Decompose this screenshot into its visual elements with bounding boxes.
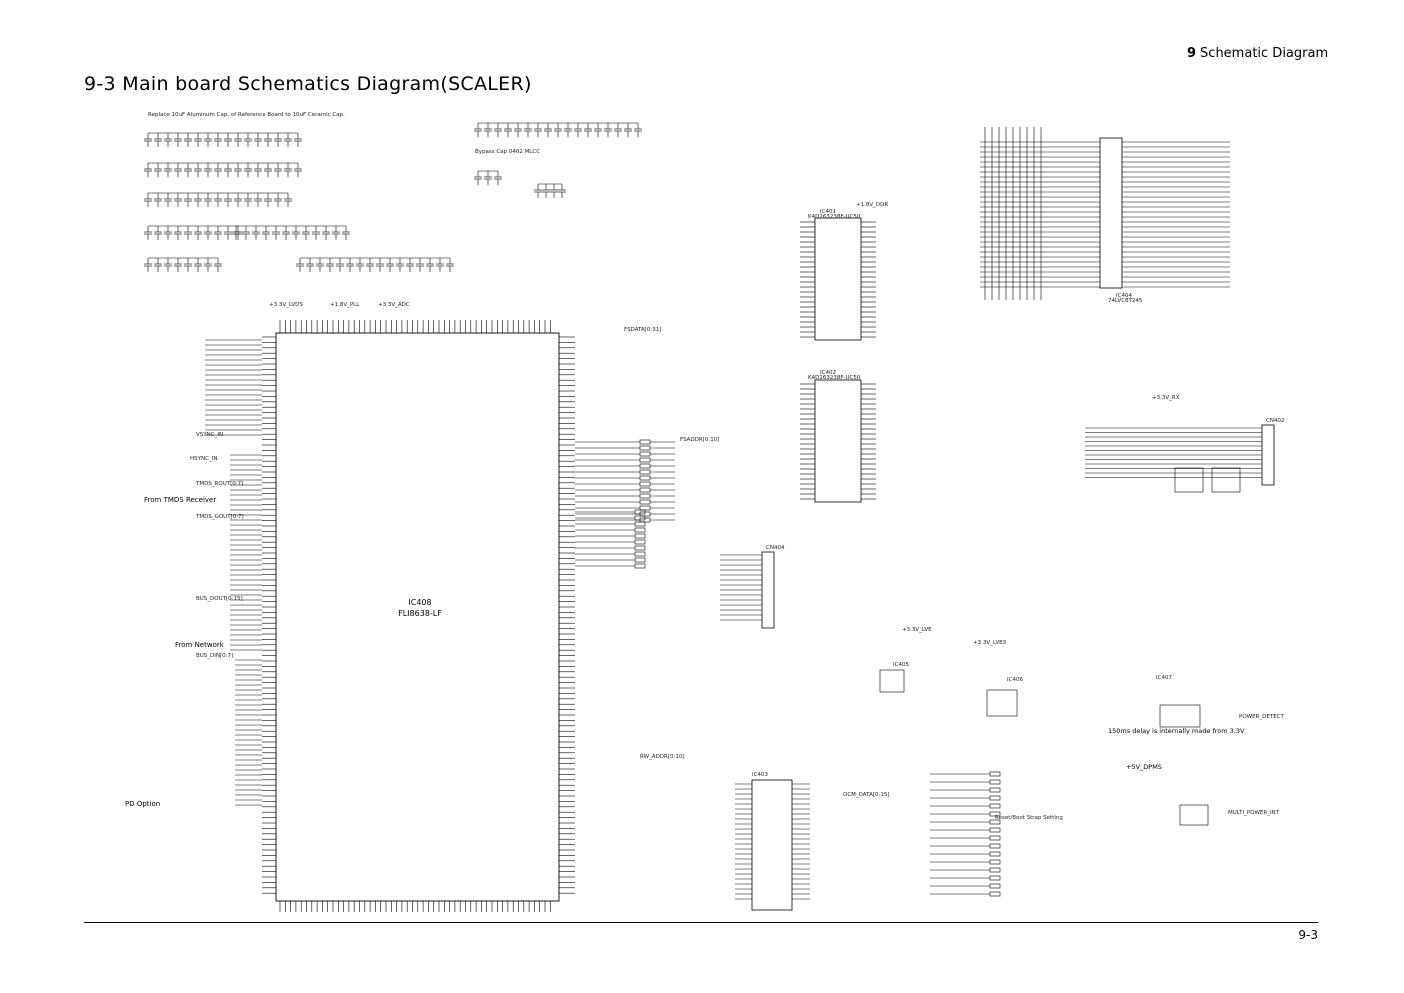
- pwr-adc: +3.3V_ADC: [378, 302, 410, 308]
- port-bus-din: BUS_DIN[0:7]: [196, 653, 234, 659]
- resistor: [989, 883, 1001, 889]
- resistor: [634, 539, 646, 545]
- resistor: [989, 851, 1001, 857]
- resistor: [989, 795, 1001, 801]
- pwr-dpms: +5V_DPMS: [1126, 763, 1162, 771]
- resistor: [639, 499, 651, 505]
- resistor: [989, 867, 1001, 873]
- resistor: [639, 445, 651, 451]
- resistor: [634, 521, 646, 527]
- resistor: [989, 843, 1001, 849]
- ddr-ic-1: [814, 217, 862, 341]
- ic405-body: [879, 669, 905, 693]
- resistor: [634, 563, 646, 569]
- port-fsaddr: FSADDR[0:10]: [680, 437, 720, 443]
- ic404-ref: IC404: [1116, 293, 1132, 299]
- pwr-lve: +3.3V_LVE: [902, 627, 932, 633]
- port-tmds-r: TMDS_ROUT[0:7]: [196, 481, 244, 487]
- main-ic-ref: IC408: [408, 598, 432, 607]
- ic402-ref: IC402: [820, 370, 836, 376]
- resistor: [989, 835, 1001, 841]
- resistor: [989, 787, 1001, 793]
- esd-diode-1: [1174, 467, 1204, 493]
- port-vsync: VSYNC_IN: [196, 432, 224, 438]
- resistor: [634, 557, 646, 563]
- ic407-ref: IC407: [1156, 675, 1172, 681]
- connector-cn402: [1261, 424, 1275, 486]
- resistor: [634, 551, 646, 557]
- resistor: [639, 481, 651, 487]
- resistor: [989, 771, 1001, 777]
- main-ic-label: IC408 FLI8638-LF: [395, 597, 445, 619]
- port-rw-addr: RW_ADDR[0:10]: [640, 754, 685, 760]
- resistor: [989, 827, 1001, 833]
- from-tmds-label: From TMDS Receiver: [144, 496, 217, 504]
- resistor: [639, 493, 651, 499]
- ic401-ref: IC401: [820, 209, 836, 215]
- port-fsdata: FSDATA[0:31]: [624, 327, 662, 333]
- pwr-pll: +1.8V_PLL: [330, 302, 360, 308]
- resistor: [989, 859, 1001, 865]
- ic405-ref: IC405: [893, 662, 909, 668]
- port-bus-dout: BUS_DOUT[0:15]: [196, 596, 243, 602]
- resistor: [639, 487, 651, 493]
- page-title: 9-3 Main board Schematics Diagram(SCALER…: [84, 73, 532, 95]
- pwr-rx: +3.3V_RX: [1152, 395, 1180, 401]
- cn404-ref: CN404: [766, 545, 785, 551]
- flash-ic-body: [751, 779, 793, 911]
- page-number: 9-3: [1298, 928, 1318, 942]
- pwr-lvds: +3.3V_LVDS: [269, 302, 303, 308]
- section-number: 9: [1187, 46, 1197, 61]
- resistor: [639, 439, 651, 445]
- ic403-ref: IC403: [752, 772, 768, 778]
- port-power-detect: POWER_DETECT: [1239, 714, 1284, 720]
- strap-note: Reset/Boot Strap Setting: [995, 815, 1063, 821]
- pd-option-label: PD Option: [125, 800, 161, 808]
- resistor: [989, 875, 1001, 881]
- esd-diode-2: [1211, 467, 1241, 493]
- mlcc-note: Bypass Cap 0402 MLCC: [475, 149, 541, 155]
- ddr-ic-2: [814, 379, 862, 503]
- port-ocm-data: OCM_DATA[0:15]: [843, 792, 890, 798]
- buffer-ic: [1099, 137, 1123, 289]
- pwr-lve3: +3.3V_LVE3: [973, 640, 1007, 646]
- from-network-label: From Network: [175, 641, 224, 649]
- port-hsync: HSYNC_IN: [190, 456, 218, 462]
- resistor: [989, 891, 1001, 897]
- cn402-ref: CN402: [1266, 418, 1285, 424]
- resistor: [989, 803, 1001, 809]
- resistor: [639, 505, 651, 511]
- footer-rule: [84, 922, 1318, 923]
- resistor: [639, 463, 651, 469]
- resistor: [634, 527, 646, 533]
- ic402-part: K4D263238F-UC50: [808, 375, 861, 381]
- resistor: [639, 457, 651, 463]
- ic406-body: [986, 689, 1018, 717]
- port-multi-power: MULTI_POWER_INT: [1228, 810, 1280, 816]
- resistor: [989, 779, 1001, 785]
- main-ic-part: FLI8638-LF: [398, 609, 442, 618]
- resistor: [639, 451, 651, 457]
- cap-note: Replace 10uF Aluminum Cap. of Reference …: [148, 112, 345, 118]
- resistor: [634, 533, 646, 539]
- jtag-connector: [761, 551, 775, 629]
- pwr-ddr: +1.8V_DDR: [856, 202, 889, 208]
- ic404-part: 74LVC8T245: [1108, 298, 1143, 304]
- ic406-ref: IC406: [1007, 677, 1023, 683]
- delay-note: 150ms delay is internally made from 3.3V: [1108, 727, 1245, 735]
- regulator-body: [1179, 804, 1209, 826]
- resistor: [639, 469, 651, 475]
- section-title: Schematic Diagram: [1200, 46, 1329, 61]
- resistor: [634, 545, 646, 551]
- resistor: [639, 475, 651, 481]
- ic401-part: K4D263238F-UC50: [808, 214, 861, 220]
- ic407-body: [1159, 704, 1201, 728]
- port-tmds-g: TMDS_GOUT[0:7]: [196, 514, 244, 520]
